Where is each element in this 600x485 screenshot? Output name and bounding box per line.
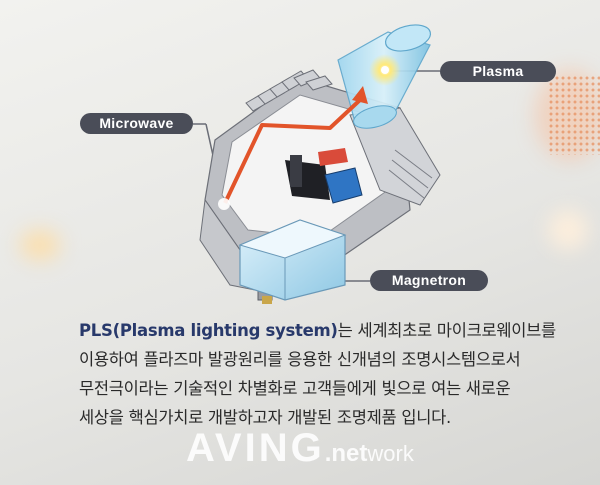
dotted-reflection — [548, 75, 600, 155]
description-line-2: 이용하여 플라즈마 발광원리를 응용한 신개념의 조명시스템으로서 — [79, 350, 521, 369]
description-line-4: 세상을 핵심가치로 개발하고자 개발된 조명제품 입니다. — [79, 408, 451, 427]
watermark-main: AVING — [186, 426, 325, 470]
microwave-path-arrow — [223, 98, 362, 204]
light-glare — [20, 230, 60, 260]
watermark-dot: .net — [324, 440, 368, 467]
description-text: PLS(Plasma lighting system)는 세계최초로 마이크로웨… — [79, 316, 579, 432]
plasma-label: Plasma — [440, 61, 556, 82]
description-line-1-rest: 는 세계최초로 마이크로웨이브를 — [337, 321, 557, 340]
microwave-label: Microwave — [80, 113, 193, 134]
watermark-sub: work — [367, 441, 414, 466]
microwave-arrowhead — [352, 86, 368, 104]
plasma-glow-core — [381, 66, 389, 74]
microwave-source-glow — [218, 198, 230, 210]
blue-component — [324, 167, 363, 204]
aving-watermark: AVING.network — [186, 426, 414, 471]
description-line-3: 무전극이라는 기술적인 차별화로 고객들에게 빛으로 여는 새로운 — [79, 379, 511, 398]
light-glare — [548, 210, 588, 250]
pls-acronym: PLS(Plasma lighting system) — [79, 321, 338, 340]
magnetron-label: Magnetron — [370, 270, 488, 291]
description-line-1: PLS(Plasma lighting system)는 세계최초로 마이크로웨… — [79, 316, 579, 345]
magnetron-block — [238, 219, 347, 301]
